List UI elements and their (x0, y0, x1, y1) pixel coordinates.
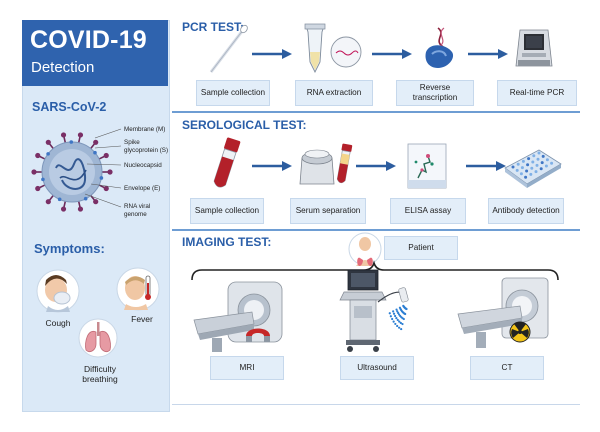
pcr-step-rna-extraction: RNA extraction (295, 80, 373, 106)
sero-step-sample-collection: Sample collection (190, 198, 264, 224)
virus-pointer-lines (84, 128, 122, 208)
centrifuge-icon (299, 143, 353, 185)
imaging-ultrasound-box: Ultrasound (340, 356, 414, 380)
antibody-plate-icon (504, 149, 562, 188)
elisa-icon (407, 143, 447, 189)
symptom-fever: Fever (131, 314, 153, 324)
pcr-step-reverse-transcription: Reverse transcription (396, 80, 474, 106)
lungs-icon (78, 318, 118, 358)
page-subtitle: Detection (31, 59, 95, 76)
spike-glycoprotein-icon (31, 132, 113, 212)
label-nucleocapsid: Nucleocapsid (124, 162, 162, 169)
imaging-title: IMAGING TEST: (182, 235, 272, 249)
label-spike: Spike glycoprotein (S) (124, 139, 169, 154)
ultrasound-waves-icon (388, 304, 408, 331)
fever-icon (116, 267, 160, 311)
pcr-title: PCR TEST: (182, 20, 245, 34)
symptom-difficulty-breathing: Difficulty breathing (82, 364, 118, 384)
rna-extraction-icon (304, 23, 362, 74)
sero-step-elisa-assay: ELISA assay (390, 198, 466, 224)
pcr-arrows (252, 49, 508, 59)
serological-arrows (252, 161, 506, 171)
separator-pcr (172, 111, 580, 113)
rna-genome-icon (55, 158, 86, 190)
separator-bottom (172, 404, 580, 405)
imaging-bracket (191, 260, 559, 281)
mri-scanner-icon (193, 281, 283, 352)
separator-serological (172, 229, 580, 231)
page-title: COVID-19 (30, 26, 147, 54)
virus-illustration-icon (31, 132, 113, 212)
envelope-protein-icon (41, 140, 104, 202)
nucleocapsid-icon (59, 169, 87, 181)
virus-title: SARS-CoV-2 (32, 100, 107, 114)
pcr-step-sample-collection: Sample collection (196, 80, 270, 106)
ct-scanner-icon (457, 277, 549, 348)
sero-step-serum-separation: Serum separation (290, 198, 366, 224)
ultrasound-machine-icon (339, 269, 409, 352)
sero-step-antibody-detection: Antibody detection (488, 198, 564, 224)
pcr-machine-icon (515, 29, 553, 67)
label-rna-genome: RNA viral genome (124, 203, 151, 218)
imaging-mri-box: MRI (210, 356, 284, 380)
swab-icon (209, 24, 248, 73)
symptom-cough: Cough (45, 318, 71, 328)
label-membrane: Membrane (M) (124, 126, 166, 133)
title-banner (22, 20, 168, 86)
patient-box: Patient (384, 236, 458, 260)
symptoms-title: Symptoms: (34, 241, 105, 256)
label-envelope: Envelope (E) (124, 185, 161, 192)
blood-tube-icon (213, 137, 241, 188)
pcr-step-real-time-pcr: Real-time PCR (497, 80, 577, 106)
serological-title: SEROLOGICAL TEST: (182, 118, 307, 132)
patient-icon (348, 232, 382, 266)
plate-wells (511, 151, 554, 179)
cough-icon (36, 269, 80, 313)
imaging-ct-box: CT (470, 356, 544, 380)
reverse-transcription-icon (425, 27, 454, 68)
